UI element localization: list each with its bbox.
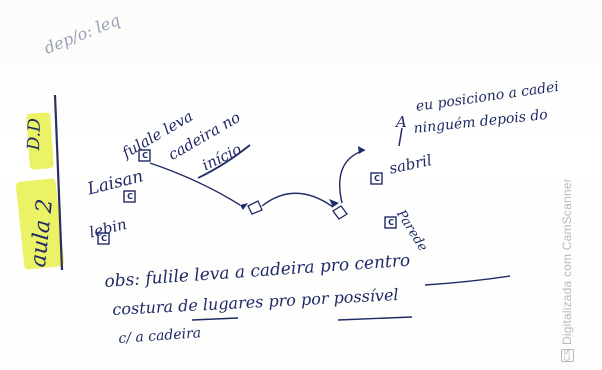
box-letter-5: C — [388, 218, 394, 227]
camscanner-logo-icon: CS — [561, 349, 575, 362]
right-arrow-mark: A — [396, 113, 407, 131]
box-letter-1: C — [142, 151, 148, 160]
watermark-text: Digitalizada com CamScanner — [560, 178, 574, 345]
box-letter-3: C — [101, 234, 107, 243]
camscanner-watermark: CS Digitalizada com CamScanner — [560, 178, 575, 362]
highlight-note: D.D — [24, 117, 46, 151]
box-letter-2: C — [127, 192, 133, 201]
box-letter-4: C — [374, 174, 380, 183]
